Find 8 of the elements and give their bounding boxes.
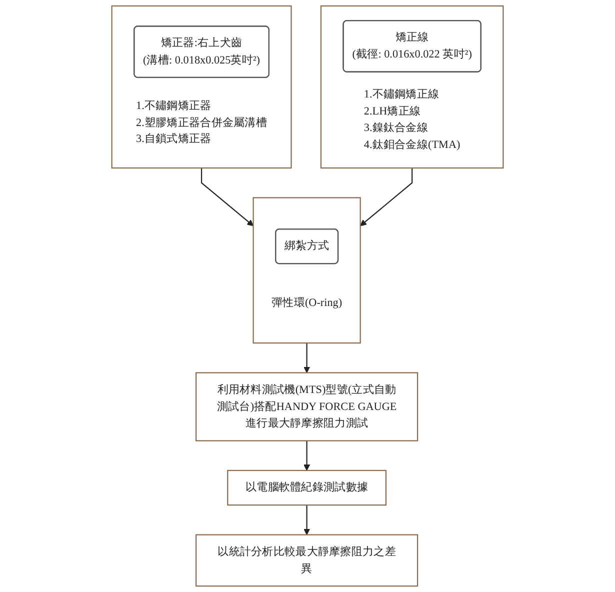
arrow bbox=[304, 505, 310, 536]
node-box: 以電腦軟體紀錄測試數據 bbox=[227, 470, 387, 506]
node-box: 以統計分析比較最大靜摩擦阻力之差異 bbox=[196, 534, 418, 587]
node-box: 利用材料測試機(MTS)型號(立式自動測試台)搭配HANDY FORCE GAUGE進行最大靜摩擦阻力測試 bbox=[196, 372, 418, 442]
arrow bbox=[304, 440, 310, 471]
arrow bbox=[304, 343, 310, 374]
arrow bbox=[200, 168, 254, 226]
arrow bbox=[360, 168, 413, 226]
